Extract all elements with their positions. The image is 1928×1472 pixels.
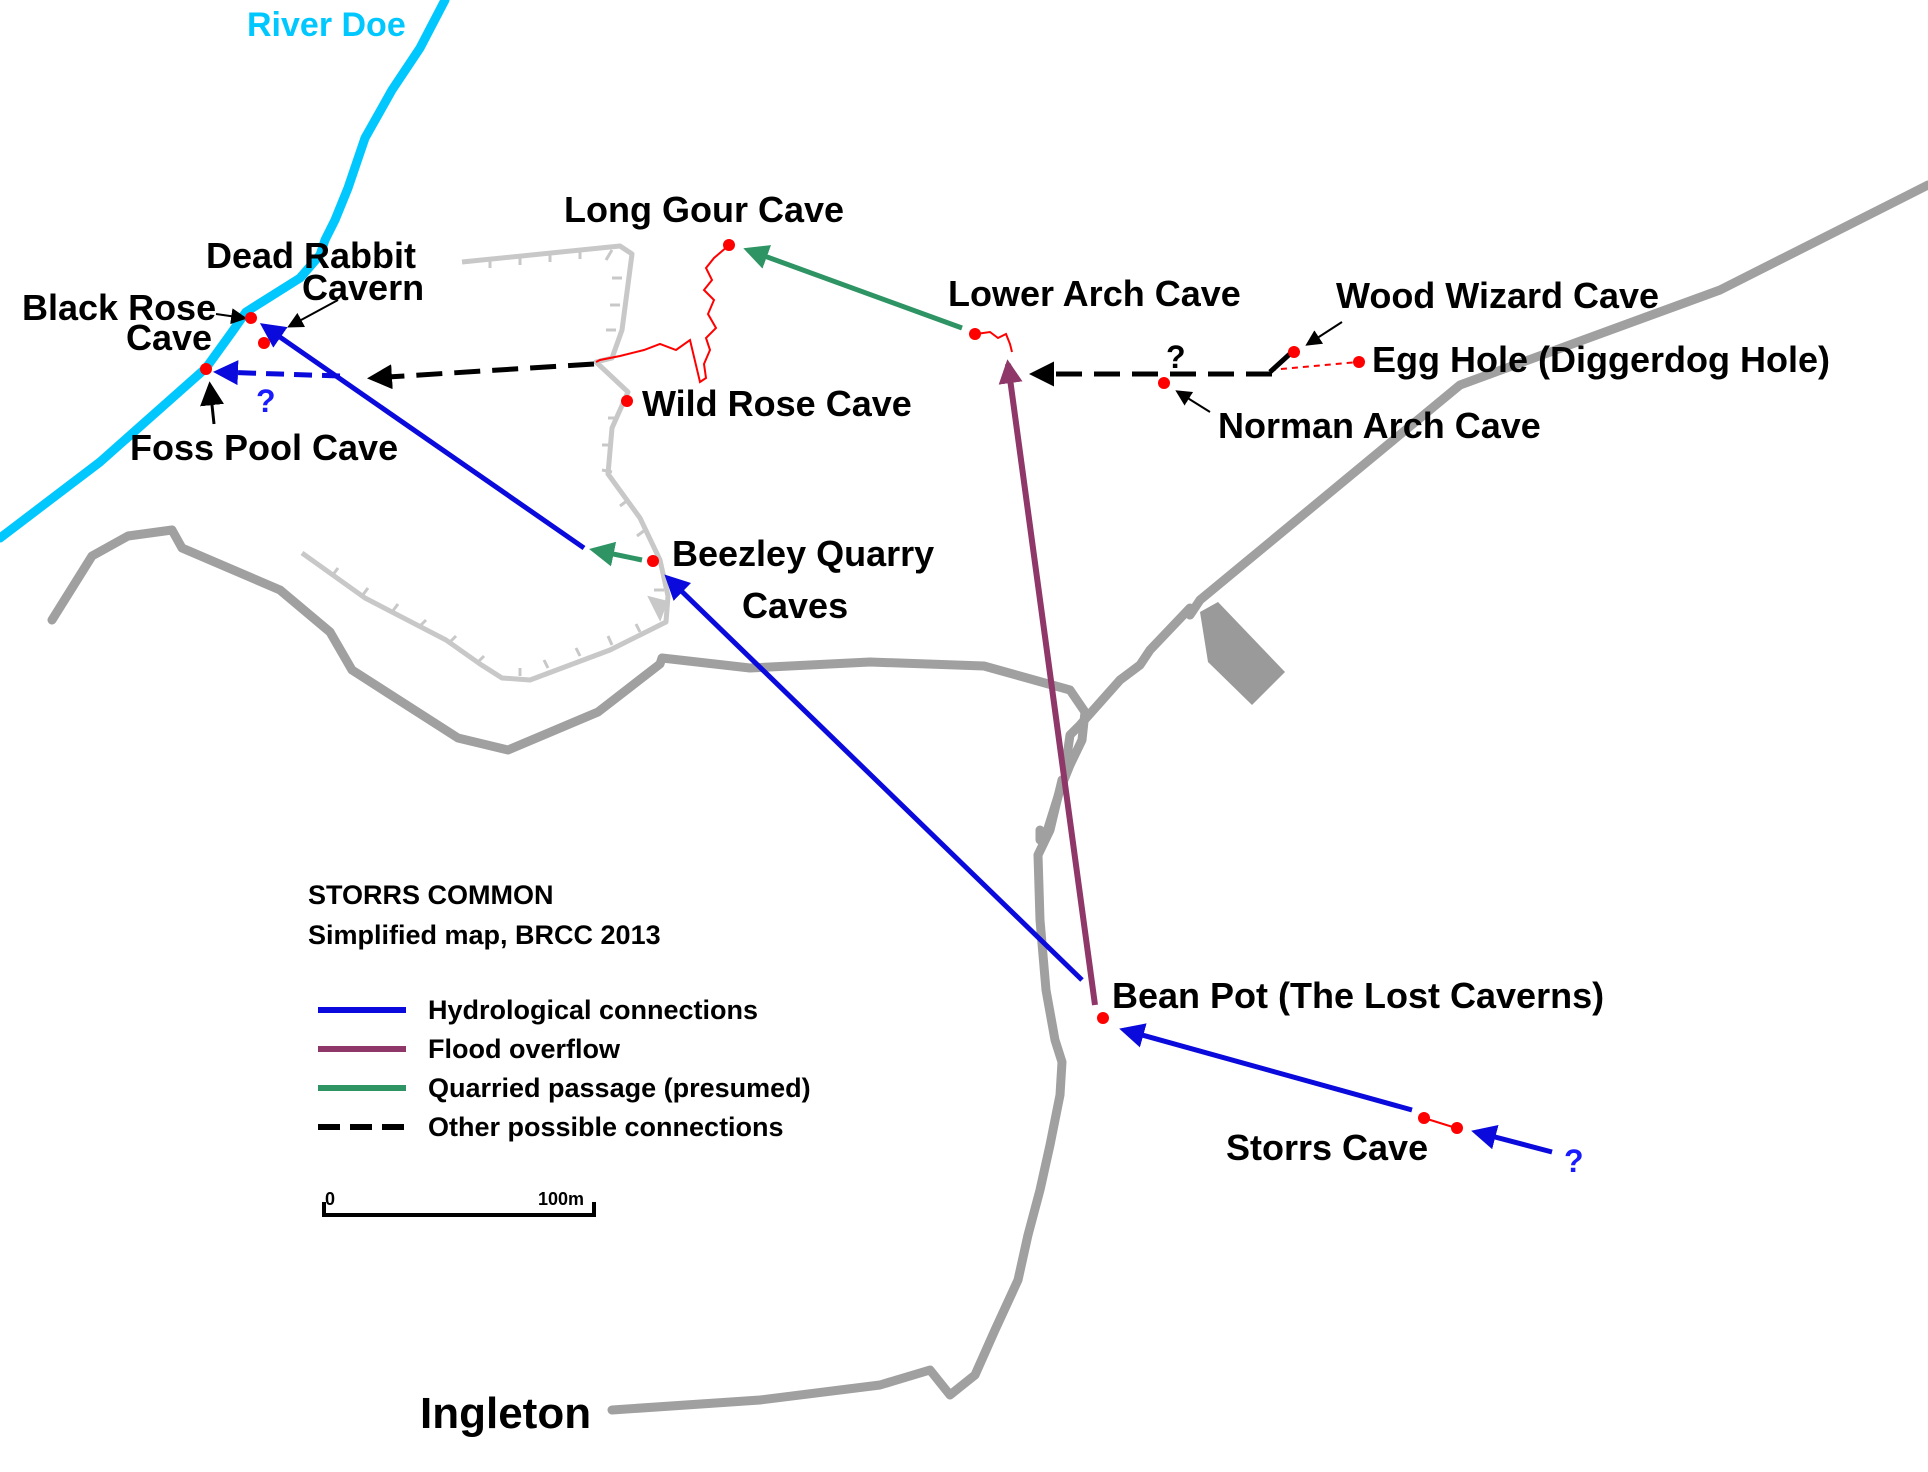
label-beezley-line2: Caves xyxy=(742,585,848,626)
pointer-foss-pool xyxy=(200,381,224,425)
entrance-long-gour[interactable] xyxy=(723,239,735,251)
legend-label-hydro: Hydrological connections xyxy=(428,995,758,1025)
label-wood-wizard: Wood Wizard Cave xyxy=(1336,275,1659,316)
legend: STORRS COMMON Simplified map, BRCC 2013 … xyxy=(308,880,811,1142)
road-west-loop xyxy=(47,525,1090,843)
entrance-black-rose[interactable] xyxy=(258,337,270,349)
hydro-unknown-to-storrs xyxy=(1471,1125,1553,1155)
quarried-beezley-westward xyxy=(589,541,643,567)
river-doe-label: River Doe xyxy=(247,6,406,44)
flood-overflow-bean-pot-to-lower-arch xyxy=(998,359,1098,1006)
hydrological-connections xyxy=(213,323,1553,1155)
pointer-norman-arch xyxy=(1175,390,1211,413)
hydro-dashed-to-foss-pool xyxy=(213,360,341,386)
pointer-black-rose xyxy=(215,308,248,325)
unknown-mark-egg-hole: ? xyxy=(1166,339,1186,375)
label-storrs: Storrs Cave xyxy=(1226,1127,1428,1168)
possible-wood-wizard-branch xyxy=(1268,350,1294,374)
entrance-storrs-west[interactable] xyxy=(1418,1112,1430,1124)
cave-labels: Long Gour Cave Dead Rabbit Cavern Black … xyxy=(22,189,1830,1168)
label-egg-hole: Egg Hole (Diggerdog Hole) xyxy=(1372,339,1830,380)
label-dead-rabbit-line1: Dead Rabbit xyxy=(206,235,416,276)
quarried-lower-arch-to-long-gour xyxy=(743,245,963,331)
entrance-storrs-east[interactable] xyxy=(1451,1122,1463,1134)
label-beezley-line1: Beezley Quarry xyxy=(672,533,934,574)
road-south xyxy=(607,775,1067,1415)
possible-connections xyxy=(367,350,1294,390)
lower-arch-survey xyxy=(975,330,1013,353)
entrance-egg-hole[interactable] xyxy=(1353,356,1365,368)
scale-end-label: 100m xyxy=(538,1189,584,1209)
entrance-dead-rabbit[interactable] xyxy=(245,312,257,324)
hydro-beezley-to-dead-rabbit xyxy=(259,323,586,551)
egg-hole-survey xyxy=(1269,361,1359,371)
entrance-bean-pot[interactable] xyxy=(1097,1012,1109,1024)
quarry-ticks xyxy=(330,249,668,676)
label-dead-rabbit-line2: Cavern xyxy=(302,267,424,308)
label-foss-pool: Foss Pool Cave xyxy=(130,427,398,468)
hydro-storrs-to-bean-pot xyxy=(1119,1023,1413,1113)
roads xyxy=(47,180,1928,1415)
unknown-mark-storrs: ? xyxy=(1564,1143,1584,1179)
entrance-foss-pool[interactable] xyxy=(200,363,212,375)
scale-start-label: 0 xyxy=(325,1189,335,1209)
pointer-wood-wizard xyxy=(1305,321,1343,346)
cave-entrances xyxy=(200,239,1463,1134)
label-bean-pot: Bean Pot (The Lost Caverns) xyxy=(1112,975,1604,1016)
entrance-norman-arch[interactable] xyxy=(1158,377,1170,389)
legend-label-quarried: Quarried passage (presumed) xyxy=(428,1073,811,1103)
car-park xyxy=(1200,602,1285,705)
road-northeast xyxy=(1060,180,1928,775)
entrance-lower-arch[interactable] xyxy=(969,328,981,340)
entrance-wood-wizard[interactable] xyxy=(1288,346,1300,358)
quarried-passages xyxy=(589,245,963,567)
legend-label-possible: Other possible connections xyxy=(428,1112,784,1142)
unknown-mark-foss: ? xyxy=(256,383,276,419)
label-black-rose-line1: Black Rose xyxy=(22,287,216,328)
label-wild-rose: Wild Rose Cave xyxy=(642,383,912,424)
hydro-bean-pot-to-beezley xyxy=(664,574,1084,982)
label-lower-arch: Lower Arch Cave xyxy=(948,273,1241,314)
possible-wild-rose-to-foss xyxy=(367,361,595,390)
legend-label-flood: Flood overflow xyxy=(428,1034,621,1064)
quarry-edge-upper xyxy=(300,243,671,683)
entrance-beezley[interactable] xyxy=(647,555,659,567)
river-doe xyxy=(0,0,450,543)
label-long-gour: Long Gour Cave xyxy=(564,189,844,230)
town-label-ingleton: Ingleton xyxy=(420,1389,591,1438)
label-pointers xyxy=(200,299,1343,425)
scale-bar-line xyxy=(322,1202,596,1217)
entrance-wild-rose[interactable] xyxy=(621,395,633,407)
scale-bar: 0 100m xyxy=(322,1189,596,1217)
long-gour-survey xyxy=(595,245,729,384)
label-black-rose-line2: Cave xyxy=(126,317,212,358)
legend-subtitle: Simplified map, BRCC 2013 xyxy=(308,920,661,950)
label-norman-arch: Norman Arch Cave xyxy=(1218,405,1541,446)
legend-title: STORRS COMMON xyxy=(308,880,554,910)
pointer-dead-rabbit xyxy=(287,299,339,328)
quarry-edge xyxy=(300,243,671,683)
